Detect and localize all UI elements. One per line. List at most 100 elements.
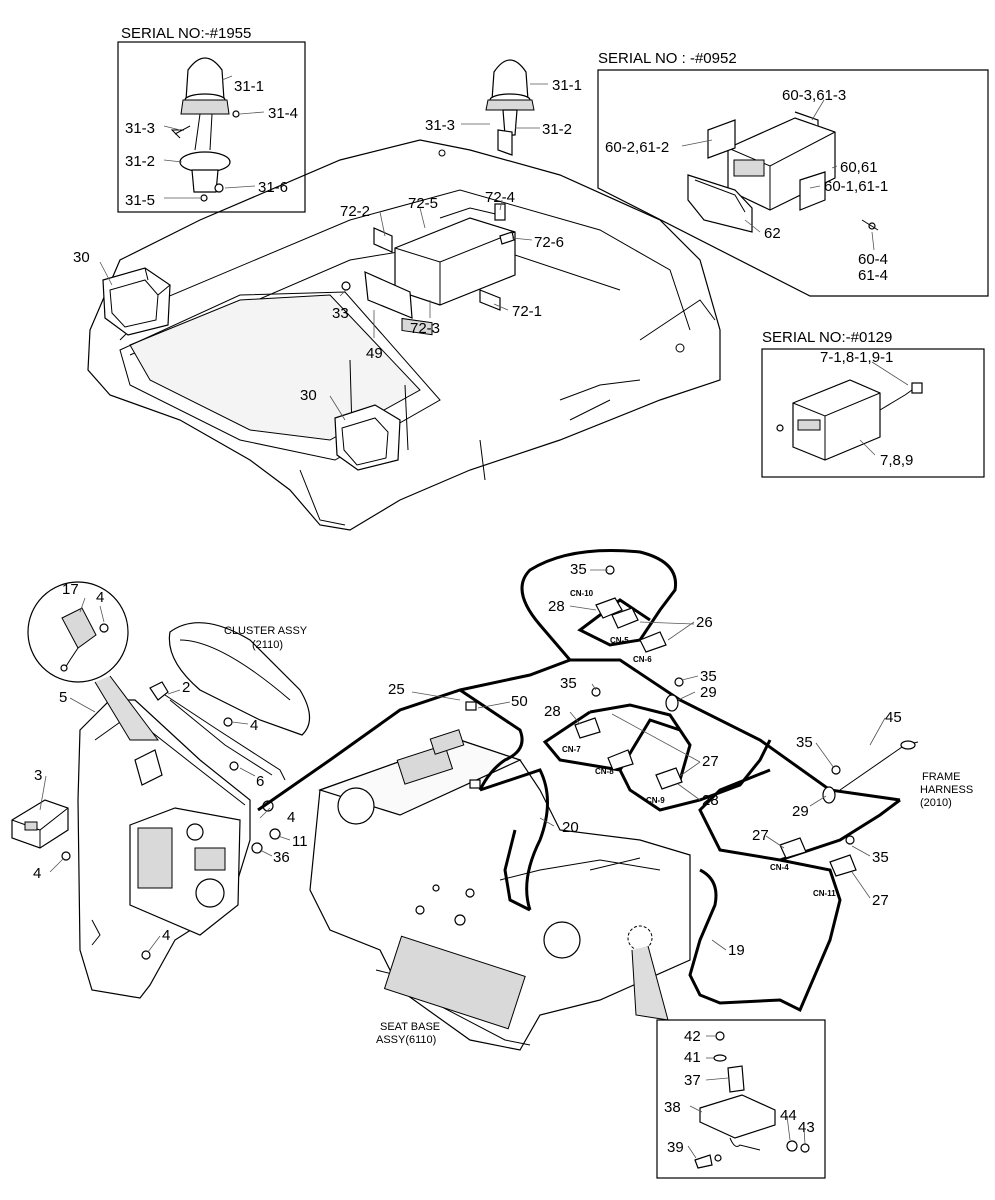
part-label: 39 [667, 1139, 684, 1156]
part-label: 33 [332, 305, 349, 322]
connector-text: CN-10 CN-5 CN-6 CN-7 CN-8 CN-9 CN-4 CN-1… [562, 589, 836, 898]
seat-base-note: SEAT BASE [380, 1021, 440, 1033]
part-label: 20 [562, 819, 579, 836]
part-label: 61-4 [858, 267, 888, 284]
cluster-assy [168, 622, 311, 736]
connector-label: CN-7 [562, 745, 581, 754]
part-label: 35 [570, 561, 587, 578]
wiring-harness [257, 549, 901, 1013]
part-label: 5 [59, 689, 67, 706]
cluster-assy-note: CLUSTER ASSY [224, 625, 308, 637]
part-label: 27 [702, 753, 719, 770]
part-label: 60-4 [858, 251, 888, 268]
part-label: 28 [544, 703, 561, 720]
part-label: 30 [300, 387, 317, 404]
part-label: 31-1 [552, 77, 582, 94]
panel-text: 17 4 5 2 4 3 6 4 11 36 4 4 [33, 581, 308, 944]
part-label: 4 [287, 809, 295, 826]
part-label: 19 [728, 942, 745, 959]
inset-radio-b [597, 69, 989, 297]
part-label: 3 [34, 767, 42, 784]
part-label: 27 [872, 892, 889, 909]
connector-label: CN-6 [633, 655, 652, 664]
part-label: 41 [684, 1049, 701, 1066]
part-label: 60-2,61-2 [605, 139, 669, 156]
serial-label-0952: SERIAL NO : -#0952 [598, 50, 737, 67]
part-label: 4 [162, 927, 170, 944]
inset-radio-b-text: SERIAL NO : -#0952 60-3,61-3 60-2,61-2 6… [598, 50, 888, 284]
seat-base-note: ASSY(6110) [376, 1034, 436, 1046]
inset-switch-text: 42 41 37 38 44 43 39 [664, 1028, 815, 1156]
part-label: 60-1,61-1 [824, 178, 888, 195]
connector-label: CN-11 [813, 889, 836, 898]
part-label: 60,61 [840, 159, 878, 176]
part-label: 31-5 [125, 192, 155, 209]
part-label: 27 [752, 827, 769, 844]
connector-label: CN-10 [570, 589, 594, 598]
harness-connectors [465, 565, 919, 877]
part-label: 25 [388, 681, 405, 698]
part-label: 72-4 [485, 189, 515, 206]
part-label: 35 [796, 734, 813, 751]
part-label: 60-3,61-3 [782, 87, 846, 104]
part-label: 30 [73, 249, 90, 266]
work-lamp-left [102, 267, 171, 336]
part-label: 31-2 [542, 121, 572, 138]
cluster-assy-note: (2110) [252, 639, 283, 651]
part-label: 72-6 [534, 234, 564, 251]
inset-radio-c-text: SERIAL NO:-#0129 7-1,8-1,9-1 7,8,9 [762, 329, 913, 469]
part-label: 36 [273, 849, 290, 866]
part-label: 4 [250, 717, 258, 734]
part-label: 17 [62, 581, 79, 598]
part-label: 35 [560, 675, 577, 692]
connector-label: CN-5 [610, 636, 629, 645]
part-label: 29 [700, 684, 717, 701]
inset-beacon [117, 41, 306, 213]
cab-roof [87, 139, 721, 531]
part-label: 28 [548, 598, 565, 615]
part-label: 72-1 [512, 303, 542, 320]
roof-beacon [485, 59, 535, 156]
part-label: 4 [96, 589, 104, 606]
part-label: 31-2 [125, 153, 155, 170]
part-label: 45 [885, 709, 902, 726]
detail-circle-17 [27, 581, 159, 741]
connector-label: CN-9 [646, 796, 665, 805]
part-label: 35 [700, 668, 717, 685]
part-label: 50 [511, 693, 528, 710]
frame-harness-note: FRAME [922, 771, 961, 783]
work-lamp-right [334, 404, 401, 471]
bracket-3 [11, 799, 69, 849]
seat-base [309, 729, 691, 1051]
part-label: 35 [872, 849, 889, 866]
part-label: 7-1,8-1,9-1 [820, 349, 893, 366]
part-label: 26 [696, 614, 713, 631]
part-label: 31-3 [425, 117, 455, 134]
part-label: 31-3 [125, 120, 155, 137]
notes-text: CLUSTER ASSY (2110) FRAME HARNESS (2010)… [224, 625, 973, 1046]
harness-text: 35 28 26 25 50 35 29 35 28 27 28 20 45 3… [388, 561, 902, 959]
connector-label: CN-4 [770, 863, 789, 872]
inset-radio-c [761, 348, 985, 478]
frame-harness-note: (2010) [920, 797, 952, 809]
inset-beacon-text: SERIAL NO:-#1955 31-1 31-3 31-4 31-2 31-… [121, 25, 298, 209]
frame-harness-note: HARNESS [920, 784, 973, 796]
part-label: 72-2 [340, 203, 370, 220]
part-label: 62 [764, 225, 781, 242]
inset-switch [656, 1019, 826, 1179]
side-console-panel [77, 699, 251, 999]
part-label: 11 [292, 833, 308, 850]
cab-text: 31-1 31-3 31-2 72-4 72-5 72-2 72-6 33 72… [73, 77, 582, 404]
part-label: 43 [798, 1119, 815, 1136]
part-label: 44 [780, 1107, 797, 1124]
part-label: 37 [684, 1072, 701, 1089]
part-label: 72-3 [410, 320, 440, 337]
part-label: 29 [792, 803, 809, 820]
part-label: 28 [702, 792, 719, 809]
serial-label-0129: SERIAL NO:-#0129 [762, 329, 892, 346]
part-label: 31-1 [234, 78, 264, 95]
fasteners [61, 623, 281, 960]
part-label: 42 [684, 1028, 701, 1045]
part-label: 72-5 [408, 195, 438, 212]
